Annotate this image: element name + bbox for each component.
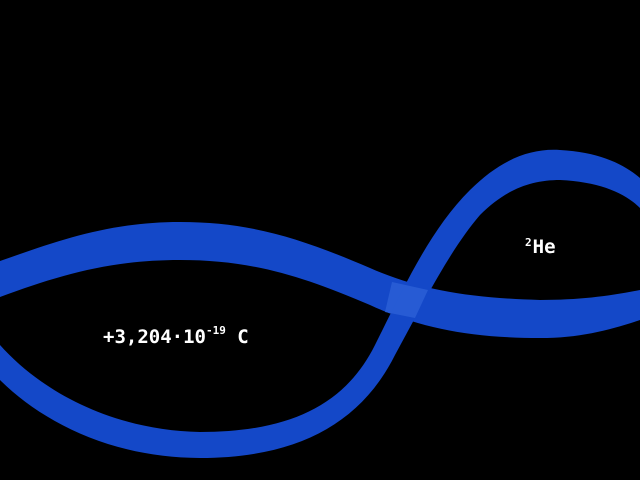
ribbon-crossing: [385, 282, 428, 318]
charge-label: +3,204·10-19 C: [103, 325, 249, 348]
charge-exponent: -19: [205, 324, 226, 337]
element-label: 2He: [525, 236, 556, 258]
ribbon-b: [0, 149, 640, 458]
charge-unit: C: [237, 326, 249, 348]
ribbon-a: [0, 222, 640, 338]
element-symbol: He: [532, 236, 556, 258]
mass-number: 2: [525, 236, 532, 249]
charge-prefix: +3,204·10: [103, 326, 206, 348]
